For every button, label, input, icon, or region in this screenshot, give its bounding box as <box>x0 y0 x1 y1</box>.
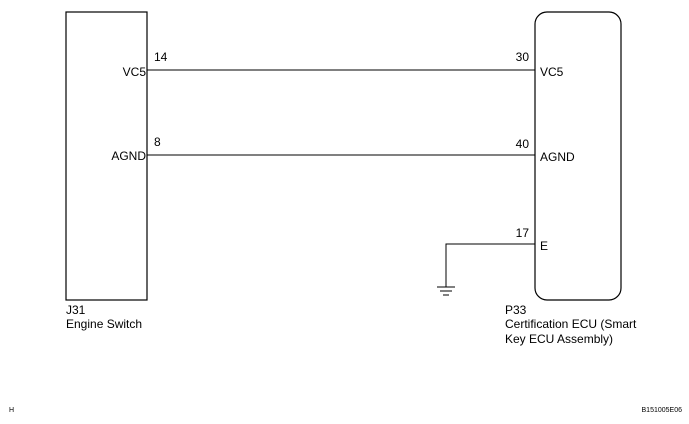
left-terminal-vc5: VC5 <box>122 65 146 79</box>
certification-ecu-code: P33 <box>505 303 527 317</box>
right-pin-number-17: 17 <box>515 226 529 240</box>
figure-id: B151005E06 <box>641 407 682 414</box>
wire-ground <box>445 243 535 287</box>
right-pin-number-30: 30 <box>515 50 529 64</box>
left-pin-number-8: 8 <box>154 135 161 149</box>
certification-ecu-name-line2: Key ECU Assembly) <box>505 332 614 346</box>
right-terminal-agnd: AGND <box>540 150 575 164</box>
certification-ecu-name-line1: Certification ECU (Smart <box>505 317 637 331</box>
engine-switch-name: Engine Switch <box>66 317 143 331</box>
engine-switch-box <box>65 11 148 301</box>
right-terminal-vc5: VC5 <box>540 65 564 79</box>
left-terminal-agnd: AGND <box>111 149 146 163</box>
left-pin-number-14: 14 <box>154 50 168 64</box>
right-terminal-e: E <box>540 239 549 253</box>
certification-ecu-box <box>534 11 622 301</box>
ground-symbol <box>437 286 455 296</box>
engine-switch-code: J31 <box>66 303 86 317</box>
right-pin-number-40: 40 <box>515 137 529 151</box>
footer-mark: H <box>9 407 15 414</box>
